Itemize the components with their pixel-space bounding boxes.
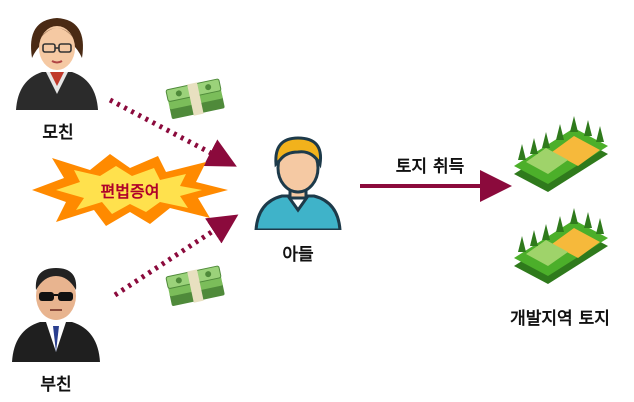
son-label: 아들 xyxy=(282,245,314,265)
mother-label: 모친 xyxy=(42,123,74,143)
burst-label: 편법증여 xyxy=(100,182,160,201)
land-plot-icon xyxy=(514,208,608,284)
land-acquisition-label: 토지 취득 xyxy=(395,157,465,177)
money-stack-icon xyxy=(165,265,225,306)
woman-avatar-icon xyxy=(16,18,98,110)
land-label: 개발지역 토지 xyxy=(510,309,610,329)
father-to-son-arrow xyxy=(113,214,239,298)
explosion-burst-icon xyxy=(32,154,228,226)
money-stack-icon xyxy=(165,78,225,119)
father-label: 부친 xyxy=(40,375,72,395)
man-sunglasses-icon xyxy=(12,268,100,362)
land-plot-icon xyxy=(514,116,608,192)
mother-to-son-arrow xyxy=(108,97,237,167)
young-man-icon xyxy=(254,136,342,230)
